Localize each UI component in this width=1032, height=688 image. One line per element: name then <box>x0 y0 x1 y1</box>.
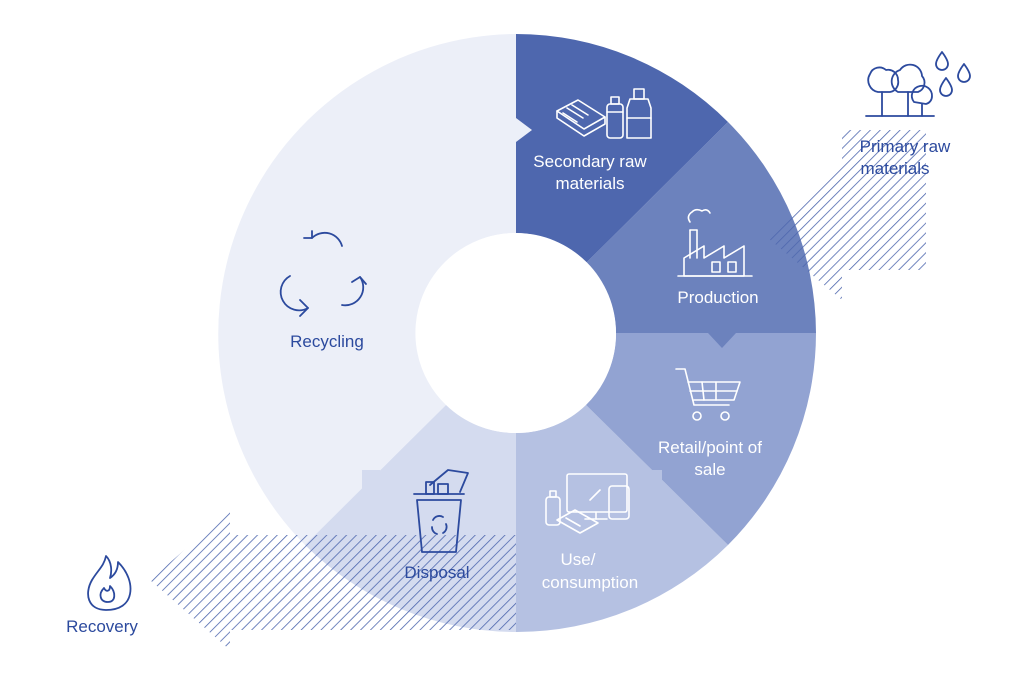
production-label: Production <box>677 288 758 307</box>
primary-raw-materials-line1: Primary raw <box>860 137 951 156</box>
bottle-icon <box>626 88 652 139</box>
ring-center <box>416 233 616 433</box>
flow-notch-production <box>708 333 736 348</box>
trees-icon <box>865 63 935 117</box>
secondary-raw-materials-line1: Secondary raw <box>533 152 647 171</box>
primary-input-arrow <box>768 130 926 300</box>
trash-bin-icon <box>413 469 469 553</box>
flame-icon <box>87 555 132 611</box>
segment-recycling <box>218 34 516 545</box>
use-line2: consumption <box>542 573 638 592</box>
can-icon <box>606 96 624 139</box>
segment-secondary-raw-materials <box>516 34 728 263</box>
segment-production <box>586 122 816 333</box>
disposal-label: Disposal <box>404 563 469 582</box>
use-line1: Use/ <box>561 550 596 569</box>
recovery-label: Recovery <box>66 617 138 636</box>
recycle-icon <box>279 230 367 317</box>
factory-icon <box>677 208 753 277</box>
devices-icon <box>545 473 630 534</box>
secondary-raw-materials-line2: materials <box>556 174 625 193</box>
shopping-cart-icon <box>675 368 741 421</box>
flow-notch-use <box>648 470 662 492</box>
primary-raw-materials-line2: materials <box>861 159 930 178</box>
recovery-output-arrow <box>150 510 516 650</box>
segment-retail <box>586 333 816 545</box>
water-drops-icon <box>935 51 971 97</box>
flow-notch-disposal <box>362 470 380 492</box>
flow-notch-recycling <box>516 118 532 142</box>
recycling-label: Recycling <box>290 332 364 351</box>
retail-line2: sale <box>694 460 725 479</box>
retail-line1: Retail/point of <box>658 438 762 457</box>
newspaper-icon <box>556 99 606 137</box>
